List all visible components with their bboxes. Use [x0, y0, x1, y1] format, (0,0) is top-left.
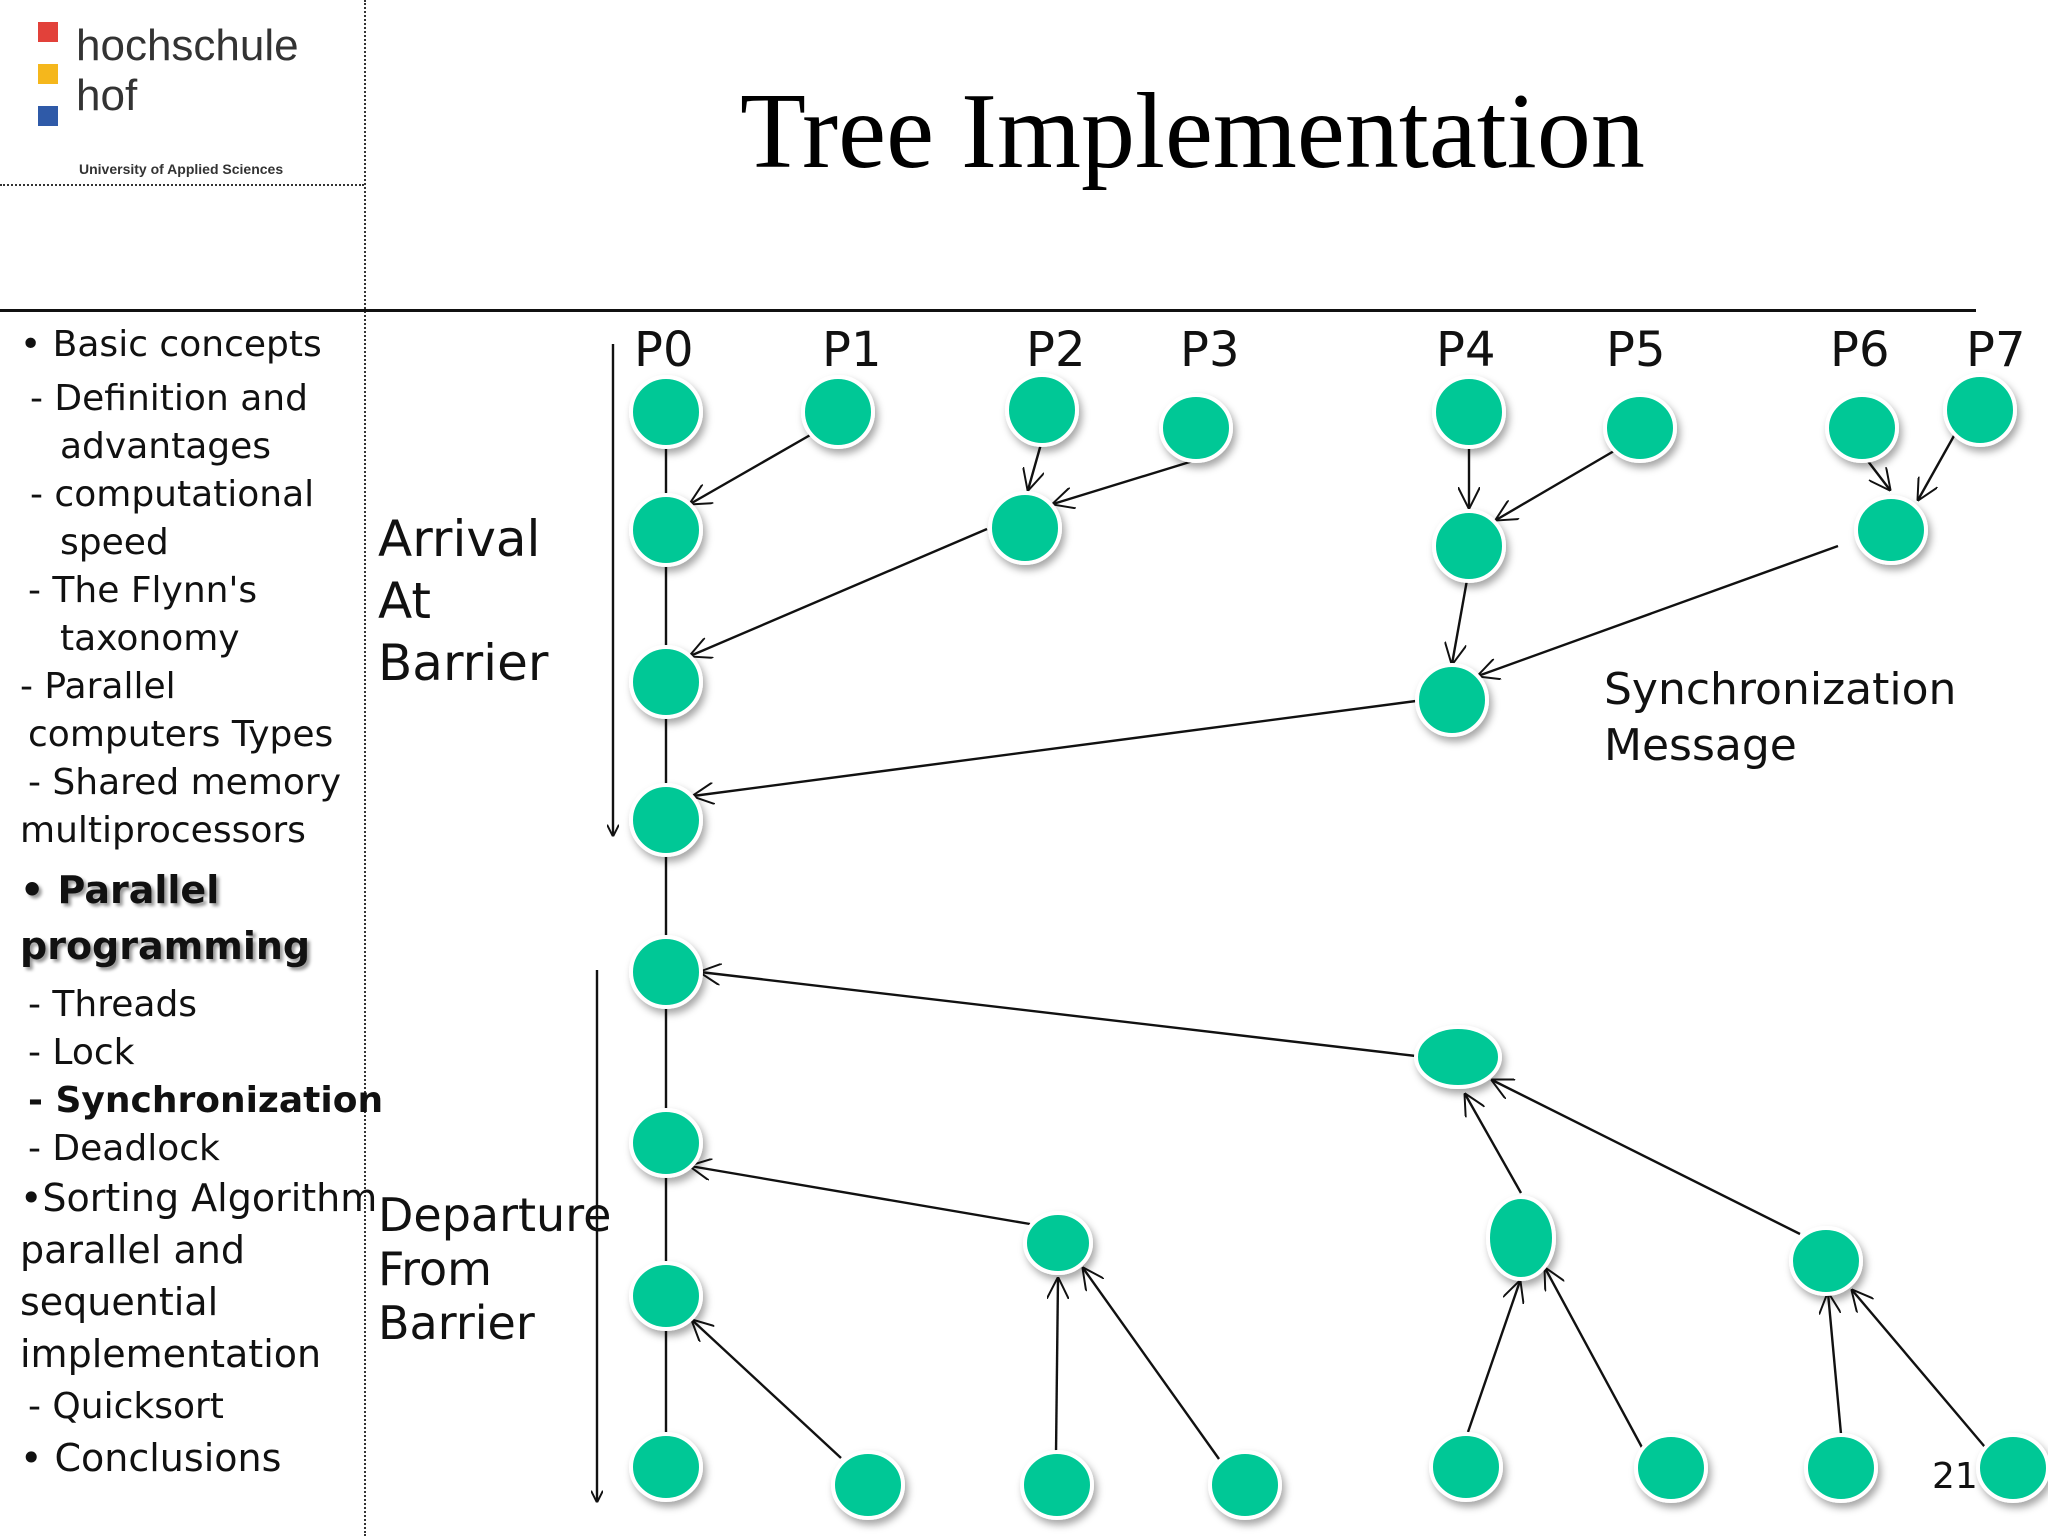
arrival-label: Arrival At Barrier [378, 510, 549, 692]
outline-item: - Deadlock [28, 1128, 220, 1169]
process-node [1432, 375, 1506, 449]
process-node [988, 491, 1062, 565]
process-node [629, 783, 703, 857]
departure-arrow [1852, 1290, 1991, 1454]
outline-item: advantages [60, 426, 272, 467]
outline-item: - Lock [28, 1032, 135, 1073]
outline-item: - Shared memory [28, 762, 342, 803]
process-node [1432, 509, 1506, 583]
departure-arrow [1056, 1278, 1058, 1454]
outline-item: - Threads [28, 984, 198, 1025]
departure-arrow [1465, 1094, 1523, 1194]
outline-item: - Definition and [30, 378, 308, 419]
departure-label: Departure From Barrier [378, 1188, 612, 1350]
arrival-arrow [1053, 459, 1194, 504]
process-label-p4: P4 [1436, 322, 1496, 378]
outline-item-active: programming [20, 924, 311, 968]
arrival-arrow [1452, 579, 1469, 664]
process-node [801, 375, 875, 449]
process-node [629, 1261, 703, 1331]
process-label-p2: P2 [1026, 322, 1086, 378]
outline-item: taxonomy [60, 618, 240, 659]
process-node [1825, 393, 1899, 463]
process-node [629, 375, 703, 449]
process-label-p0: P0 [634, 322, 694, 378]
process-node [1486, 1195, 1556, 1281]
process-label-p5: P5 [1606, 322, 1666, 378]
arrival-arrow [1918, 433, 1957, 500]
outline-item: implementation [20, 1332, 322, 1376]
process-label-p1: P1 [822, 322, 882, 378]
process-node [1429, 1432, 1503, 1502]
outline-item: multiprocessors [20, 810, 306, 851]
sidebar-divider [364, 0, 366, 1536]
arrival-arrow [1496, 449, 1615, 520]
process-label-p6: P6 [1830, 322, 1890, 378]
process-node [629, 935, 703, 1009]
departure-arrow [1083, 1268, 1220, 1460]
page-number: 21 [1932, 1456, 1978, 1497]
outline-item: - computational [30, 474, 315, 515]
process-node [1634, 1433, 1708, 1503]
logo-tagline: University of Applied Sciences [79, 161, 284, 177]
logo-red-square [38, 22, 58, 42]
departure-arrow [1466, 1281, 1520, 1433]
departure-arrow [1545, 1268, 1647, 1454]
process-node [629, 493, 703, 567]
process-node [1208, 1450, 1282, 1520]
process-node [1023, 1211, 1093, 1275]
outline-item: • Conclusions [20, 1436, 282, 1480]
process-node [629, 1432, 703, 1502]
outline-item: sequential [20, 1280, 219, 1324]
process-node [1943, 373, 2017, 447]
outline-item: parallel and [20, 1228, 245, 1272]
process-node [629, 645, 703, 719]
outline-item: - Quicksort [28, 1386, 224, 1427]
arrival-arrow [1028, 443, 1041, 490]
process-label-p7: P7 [1966, 322, 2026, 378]
process-node [1020, 1450, 1094, 1520]
logo-line1: hochschule [76, 21, 299, 70]
slide-title: Tree Implementation [740, 72, 1645, 191]
process-node [1804, 1433, 1878, 1503]
title-rule [0, 309, 1976, 312]
process-node [1789, 1226, 1863, 1296]
departure-arrow [1492, 1080, 1801, 1236]
logo-yellow-square [38, 64, 58, 84]
process-node [1005, 373, 1079, 447]
outline-item-active: • Parallel [20, 868, 220, 912]
process-node [1415, 663, 1489, 737]
process-node [1159, 393, 1233, 463]
logo-blue-square [38, 106, 58, 126]
process-node [1854, 495, 1928, 565]
departure-arrow [1828, 1293, 1843, 1435]
outline-item: - The Flynn's [28, 570, 258, 611]
outline-item: - Parallel [20, 666, 176, 707]
process-node [831, 1450, 905, 1520]
arrival-arrow [1478, 544, 1839, 676]
logo-line2: hof [76, 71, 138, 120]
arrival-arrow [690, 527, 988, 656]
arrival-arrow [693, 699, 1417, 796]
process-node [629, 1108, 703, 1178]
departure-arrow [692, 1320, 842, 1459]
outline-item: computers Types [28, 714, 334, 755]
departure-arrow [690, 1166, 1031, 1226]
outline-item: •Sorting Algorithm [20, 1176, 378, 1220]
outline-item: • Basic concepts [20, 324, 322, 365]
departure-arrow [700, 972, 1417, 1058]
synchronization-message-label: Synchronization Message [1604, 664, 1957, 771]
process-node [1603, 393, 1677, 463]
header-divider [0, 184, 364, 186]
process-node [1414, 1025, 1502, 1089]
arrival-arrow [690, 432, 813, 504]
process-node [1976, 1433, 2048, 1503]
process-label-p3: P3 [1180, 322, 1240, 378]
outline-item: speed [60, 522, 169, 563]
outline-item-current: - Synchronization [28, 1080, 384, 1121]
